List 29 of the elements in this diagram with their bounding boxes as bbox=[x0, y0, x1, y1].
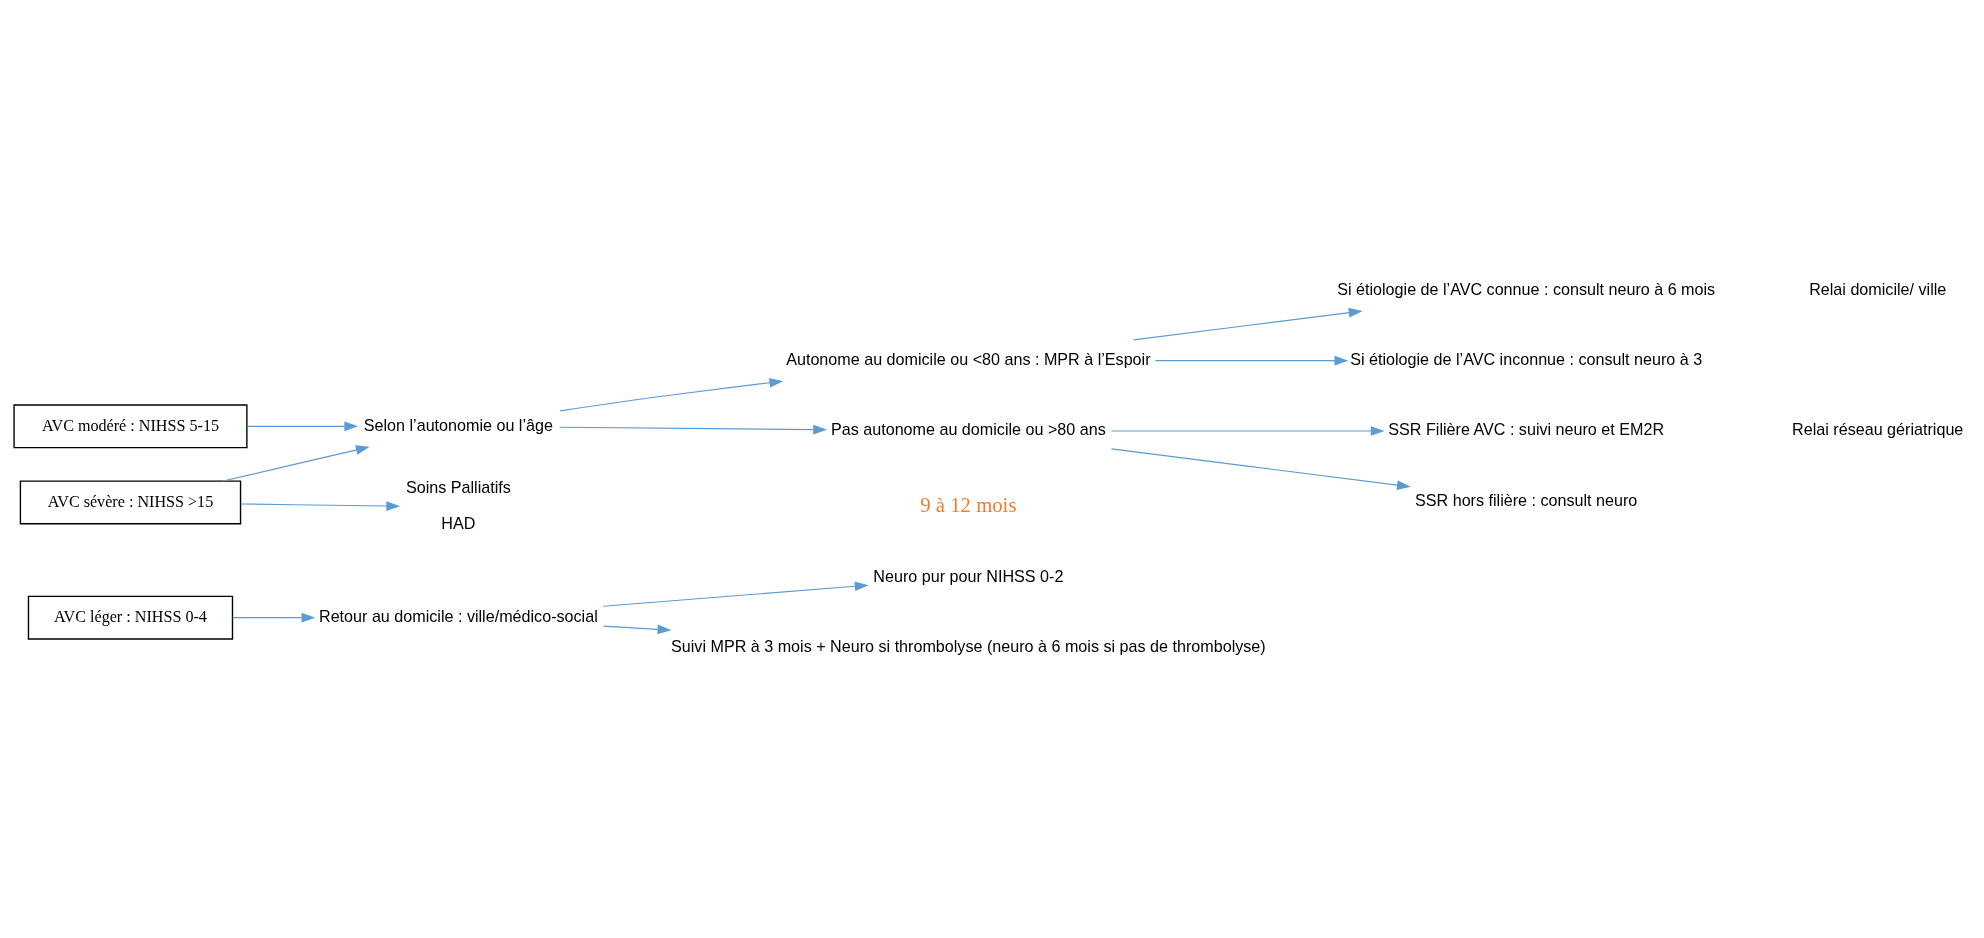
node-text: SSR hors filière : consult neuro bbox=[1415, 490, 1638, 509]
label: Relai réseau gériatrique bbox=[1792, 420, 1964, 439]
node-text: Retour au domicile : ville/médico-social bbox=[319, 606, 598, 625]
node-text: Autonome au domicile ou <80 ans : MPR à l’Espoir bbox=[786, 349, 1151, 368]
node-text: Neuro pur pour NIHSS 0-2 bbox=[873, 566, 1064, 585]
node-box: AVC modéré : NIHSS 5-15 bbox=[13, 404, 248, 449]
arrow bbox=[240, 501, 401, 511]
arrow bbox=[602, 624, 672, 635]
label: Relai domicile/ ville bbox=[1809, 279, 1947, 298]
arrow bbox=[1110, 426, 1385, 436]
node-text: SSR Filière AVC : suivi neuro et EM2R bbox=[1388, 420, 1665, 439]
arrow bbox=[559, 424, 828, 435]
label: 9 à 12 mois bbox=[920, 494, 1017, 517]
node-text: Suivi MPR à 3 mois + Neuro si thrombolyse (neuro à 6 mois si pas de thrombolyse) bbox=[671, 636, 1266, 655]
arrow bbox=[1133, 307, 1363, 341]
arrow bbox=[222, 445, 370, 482]
arrow bbox=[1110, 448, 1411, 490]
arrow bbox=[559, 377, 784, 412]
node-box: AVC sévère : NIHSS >15 bbox=[19, 480, 242, 525]
arrow bbox=[602, 581, 869, 607]
arrow bbox=[232, 612, 316, 623]
node-text: Si étiologie de l’AVC connue : consult neuro à 6 mois bbox=[1337, 279, 1716, 298]
node-text: Soins Palliatifs HAD bbox=[405, 478, 511, 533]
node-text: Si étiologie de l’AVC inconnue : consult neuro à 3 bbox=[1350, 349, 1703, 368]
node-box: AVC léger : NIHSS 0-4 bbox=[27, 595, 234, 640]
node-text: Selon l’autonomie ou l’âge bbox=[363, 415, 553, 434]
arrow bbox=[246, 421, 359, 432]
node-text: Pas autonome au domicile ou >80 ans bbox=[830, 420, 1106, 439]
arrow bbox=[1154, 355, 1349, 366]
